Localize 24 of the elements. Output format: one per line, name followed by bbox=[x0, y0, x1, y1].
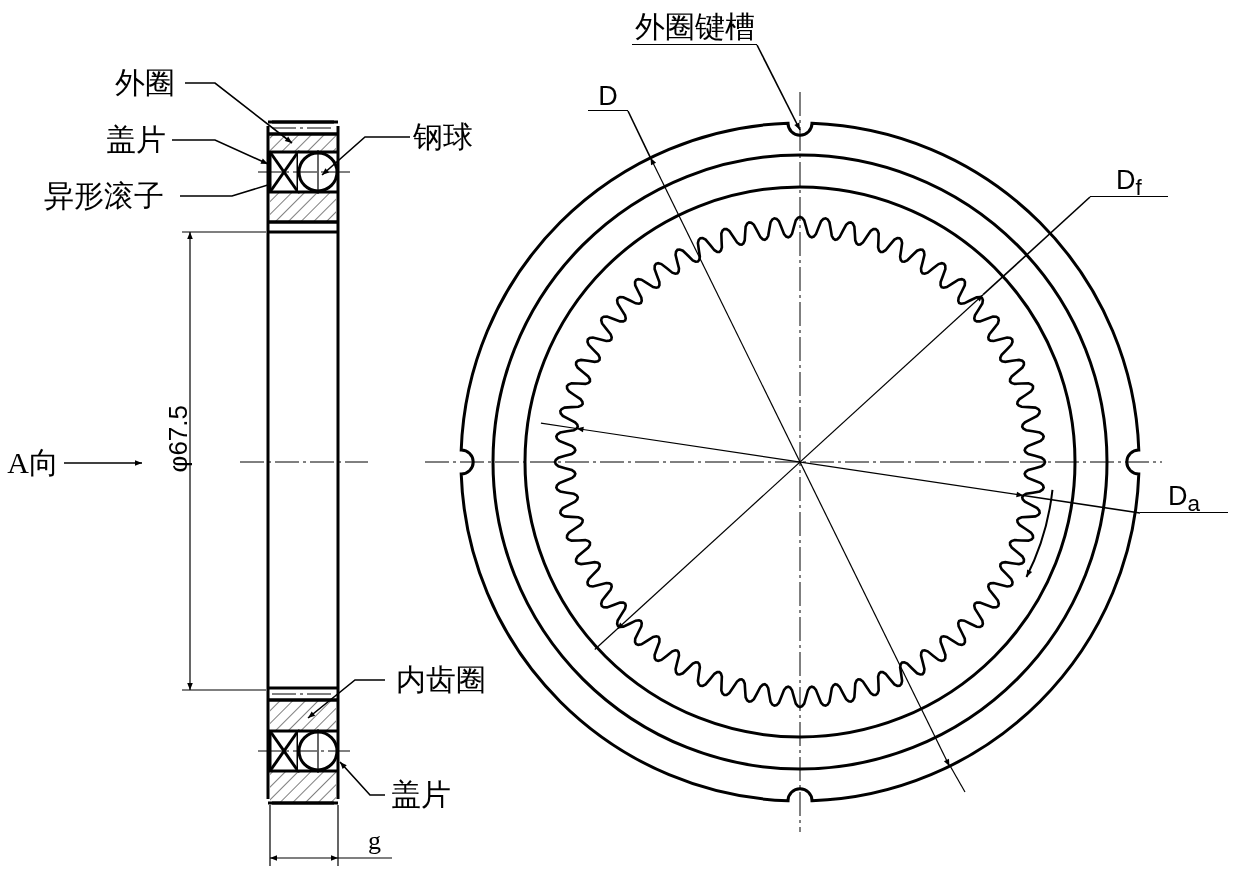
part-label: D bbox=[588, 82, 628, 111]
leader-line bbox=[321, 136, 411, 176]
part-label: D$_{f}$ bbox=[1090, 166, 1168, 197]
dimension-text: g bbox=[368, 826, 381, 856]
part-label: D$_{a}$ bbox=[1140, 482, 1228, 513]
view-arrow bbox=[63, 460, 143, 466]
leader-line bbox=[184, 82, 293, 144]
leader-line bbox=[171, 139, 269, 165]
part-label: 钢球 bbox=[410, 120, 476, 154]
dimension-text: φ67.5 bbox=[163, 405, 194, 473]
leader-line bbox=[1022, 494, 1141, 514]
part-label: A向 bbox=[2, 446, 64, 480]
part-label: 盖片 bbox=[100, 123, 172, 157]
part-label: 外圈 bbox=[105, 66, 185, 100]
part-label: 外圈键槽 bbox=[632, 10, 757, 45]
part-label: 内齿圈 bbox=[385, 663, 497, 697]
leader-line bbox=[339, 761, 386, 796]
leader-line bbox=[179, 183, 272, 197]
leader-line bbox=[627, 110, 652, 159]
leader-line bbox=[982, 196, 1091, 296]
leader-line bbox=[756, 44, 801, 131]
part-label: 异形滚子 bbox=[28, 179, 180, 213]
leader-line bbox=[307, 679, 386, 719]
part-label: 盖片 bbox=[385, 778, 457, 812]
